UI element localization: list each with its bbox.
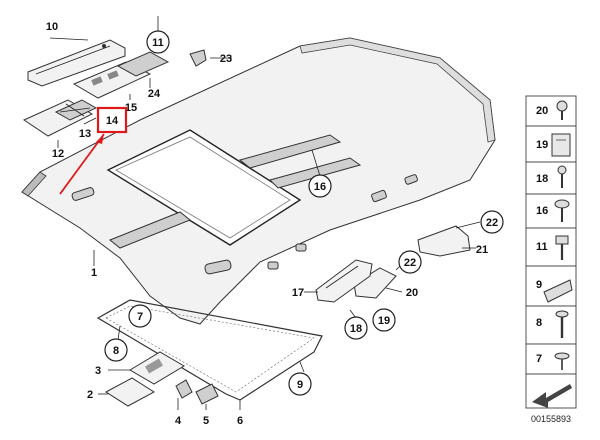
side-cell-arrow <box>525 373 577 409</box>
direction-arrow-icon <box>532 384 572 408</box>
svg-text:7: 7 <box>137 311 143 323</box>
svg-text:22: 22 <box>404 257 416 269</box>
diagram-code: 00155893 <box>531 414 571 424</box>
label-4: 4 <box>175 415 182 427</box>
side-cell-9: 9 <box>525 265 577 307</box>
headliner-part <box>21 37 496 325</box>
svg-text:18: 18 <box>536 173 548 185</box>
label-5: 5 <box>203 415 209 427</box>
part-4 <box>175 379 193 399</box>
clip-part-23 <box>189 49 207 67</box>
svg-text:8: 8 <box>113 345 119 357</box>
bolt-icon <box>555 235 569 260</box>
cover-part-24 <box>116 51 170 77</box>
svg-text:11: 11 <box>152 37 164 49</box>
bracket-part-20 <box>353 267 397 299</box>
svg-text:22: 22 <box>486 217 498 229</box>
label-2: 2 <box>87 389 93 401</box>
label-17: 17 <box>292 287 304 299</box>
side-cell-18: 18 <box>525 161 577 195</box>
part-3 <box>129 351 185 385</box>
part-2 <box>105 377 155 407</box>
label-15: 15 <box>125 102 137 114</box>
side-cell-20: 20 <box>525 95 577 127</box>
part-5 <box>195 383 219 405</box>
svg-text:19: 19 <box>536 139 548 151</box>
label-6: 6 <box>237 415 243 427</box>
clip-icon <box>551 133 571 157</box>
label-3: 3 <box>95 365 101 377</box>
screw-icon <box>557 165 567 188</box>
callout-16: 16 <box>308 174 332 198</box>
callout-8: 8 <box>104 338 128 362</box>
svg-text:16: 16 <box>536 205 548 217</box>
callout-9: 9 <box>288 372 312 396</box>
label-21: 21 <box>476 244 488 256</box>
side-cell-16: 16 <box>525 193 577 229</box>
side-cell-19: 19 <box>525 125 577 163</box>
grab-handle-part-17 <box>315 259 373 303</box>
svg-text:20: 20 <box>536 105 548 117</box>
highlight-14: 14 <box>59 106 128 195</box>
fastener-side-panel: 20 19 18 16 11 9 8 <box>525 95 577 424</box>
bracket-part-10 <box>27 39 126 87</box>
svg-text:8: 8 <box>536 317 542 329</box>
washer-screw-icon <box>554 199 570 222</box>
svg-text:7: 7 <box>536 353 542 365</box>
svg-text:11: 11 <box>536 241 548 253</box>
side-cell-11: 11 <box>525 227 577 267</box>
callout-11: 11 <box>146 30 170 54</box>
bracket-part-21 <box>417 225 471 257</box>
label-24: 24 <box>148 88 161 100</box>
highlight-arrow <box>59 133 105 195</box>
screw-icon <box>555 310 569 338</box>
svg-text:9: 9 <box>536 279 542 291</box>
label-23: 23 <box>220 53 232 65</box>
mat-part-6 <box>96 299 323 401</box>
svg-text:14: 14 <box>106 115 119 127</box>
svg-text:16: 16 <box>314 181 326 193</box>
label-20: 20 <box>406 287 418 299</box>
callout-22-upper: 22 <box>480 210 504 234</box>
callout-18: 18 <box>344 316 368 340</box>
callout-19: 19 <box>372 308 396 332</box>
side-cell-8: 8 <box>525 305 577 345</box>
svg-text:19: 19 <box>378 315 390 327</box>
label-12: 12 <box>52 148 64 160</box>
label-13: 13 <box>79 128 91 140</box>
washer-icon <box>554 352 570 370</box>
callout-22-lower: 22 <box>398 250 422 274</box>
bracket-icon <box>543 279 573 303</box>
callout-7: 7 <box>128 304 152 328</box>
label-1: 1 <box>91 267 97 279</box>
svg-text:9: 9 <box>297 379 303 391</box>
screw-icon <box>556 100 568 120</box>
label-10: 10 <box>46 21 58 33</box>
side-cell-7: 7 <box>525 343 577 375</box>
svg-text:18: 18 <box>350 323 362 335</box>
panel-part-12 <box>22 99 98 137</box>
